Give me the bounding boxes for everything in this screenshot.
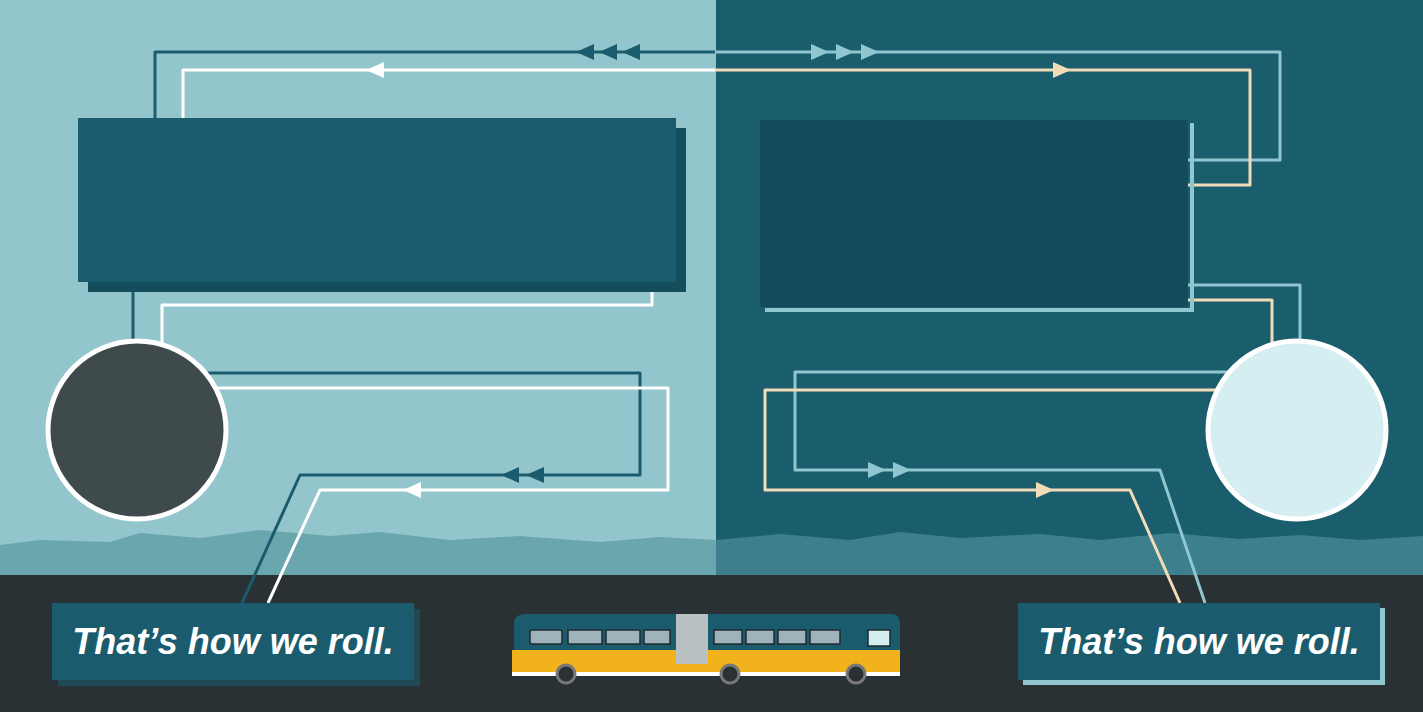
arrow-chevron bbox=[1036, 482, 1054, 498]
arrow-chevron bbox=[599, 44, 617, 60]
hills bbox=[0, 530, 716, 576]
road bbox=[0, 575, 1423, 712]
arrow-chevron bbox=[861, 44, 879, 60]
arrow-chevron bbox=[893, 462, 911, 478]
empty-box bbox=[760, 120, 1188, 307]
arrow-chevron bbox=[501, 467, 519, 483]
empty-box bbox=[78, 118, 676, 282]
arrow-chevron bbox=[403, 482, 421, 498]
slogan-banner: That’s how we roll. bbox=[1018, 603, 1380, 680]
slogan-text: That’s how we roll. bbox=[72, 622, 393, 662]
arrow-chevron bbox=[576, 44, 594, 60]
empty-circle bbox=[1208, 341, 1386, 519]
bus-illustration bbox=[512, 614, 900, 683]
arrow-chevron bbox=[811, 44, 829, 60]
arrow-chevron bbox=[366, 62, 384, 78]
arrow-chevron bbox=[622, 44, 640, 60]
empty-circle bbox=[48, 341, 226, 519]
slogan-text: That’s how we roll. bbox=[1038, 622, 1359, 662]
hills bbox=[716, 532, 1423, 576]
arrow-chevron bbox=[1053, 62, 1071, 78]
arrow-chevron bbox=[868, 462, 886, 478]
arrow-chevron bbox=[836, 44, 854, 60]
slogan-banner: That’s how we roll. bbox=[52, 603, 414, 680]
arrow-chevron bbox=[526, 467, 544, 483]
